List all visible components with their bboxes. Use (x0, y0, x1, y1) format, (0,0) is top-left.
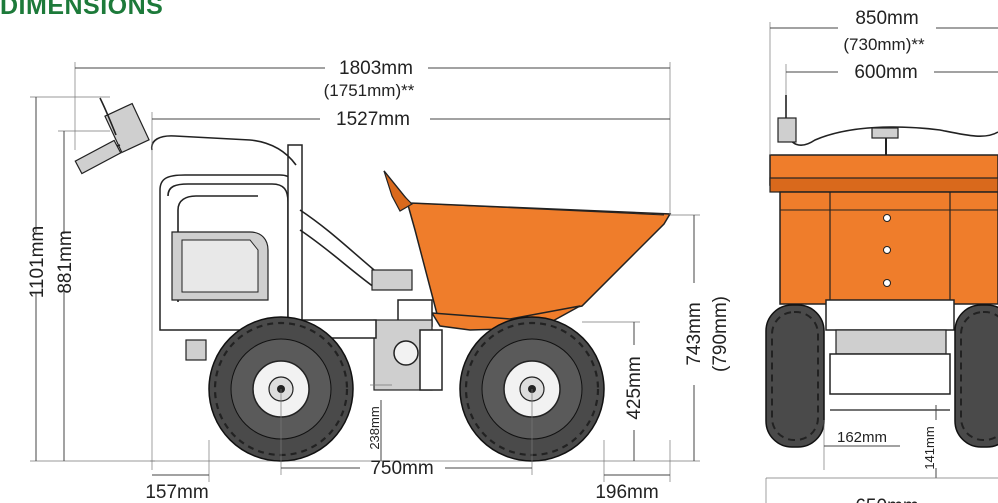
wheelbase-label: 750mm (370, 458, 433, 479)
side-view-dumper (74, 97, 700, 462)
left-tyre (765, 304, 825, 448)
overall-height-label: 1101mm (27, 226, 48, 299)
operator-handle (151, 135, 297, 166)
skip-height-alt-label: (790mm) (710, 296, 731, 372)
front-overhang-label: 196mm (595, 482, 658, 503)
lip-height-label: 425mm (624, 356, 645, 419)
handle-width-label: 600mm (854, 62, 917, 83)
ground-clearance-label: 238mm (367, 406, 382, 449)
handle-length-label: 1527mm (336, 109, 410, 130)
overall-width-label: 850mm (855, 8, 918, 29)
handle-height-label: 881mm (55, 230, 76, 293)
bottom-width-label: 650mm (855, 496, 918, 503)
rear-overhang-label: 157mm (145, 482, 208, 503)
side-view-dimensions: 1803mm (1751mm)** 1527mm 1101mm 881mm 74… (27, 58, 731, 503)
front-view-dumper (765, 95, 998, 448)
page-title: DIMENSIONS (0, 0, 164, 20)
axle-clearance-label: 141mm (922, 426, 937, 469)
overall-length-label: 1803mm (339, 58, 413, 79)
overall-width-alt-label: (730mm)** (843, 35, 925, 54)
track-offset-label: 162mm (837, 429, 887, 446)
skip-height-label: 743mm (684, 302, 705, 365)
front-view-dimensions: 850mm (730mm)** 600mm 162mm 141mm 650mm (765, 8, 998, 503)
overall-length-alt-label: (1751mm)** (324, 81, 415, 100)
right-tyre (954, 304, 998, 448)
